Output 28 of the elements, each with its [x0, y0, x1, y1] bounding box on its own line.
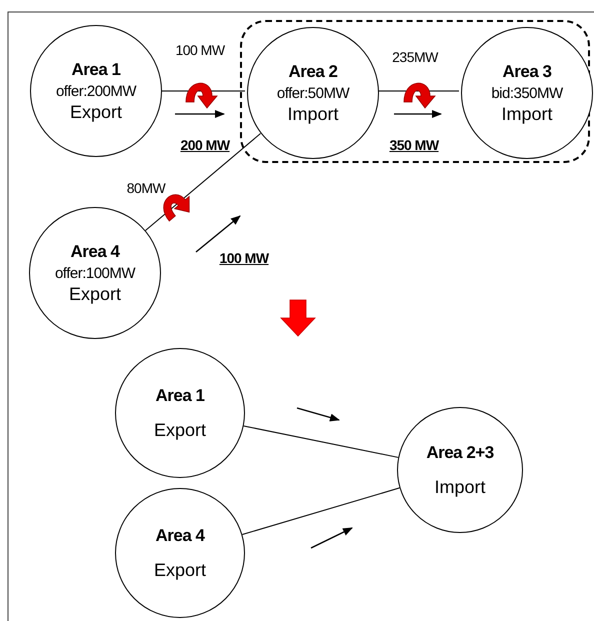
area-detail: Export: [154, 420, 206, 440]
connector-line: [144, 133, 262, 231]
area-detail: bid:350MW: [491, 84, 563, 102]
area-detail: Export: [70, 102, 122, 122]
area-name: Area 1: [156, 386, 204, 406]
area-detail: Export: [154, 560, 206, 580]
area-name: Area 2: [288, 62, 338, 82]
flow-value: 100 MW: [219, 250, 269, 266]
area-detail: offer:100MW: [54, 264, 136, 282]
area-name: Area 4: [156, 526, 204, 546]
area-detail: offer:50MW: [276, 84, 350, 102]
area-name: Area 2+3: [426, 442, 494, 462]
area-detail: offer:200MW: [56, 82, 136, 100]
capacity-label: 235MW: [392, 49, 438, 65]
area-detail: Import: [434, 476, 486, 498]
flow-value: 200 MW: [180, 137, 230, 153]
area-detail: Import: [287, 104, 338, 124]
area-name: Area 4: [70, 242, 120, 262]
capacity-label: 80MW: [126, 180, 166, 196]
area-detail: Export: [68, 284, 122, 304]
area-name: Area 1: [72, 60, 120, 80]
connector-line: [243, 425, 399, 458]
area-name: Area 3: [502, 62, 552, 82]
capacity-label: 100 MW: [175, 42, 225, 58]
flow-value: 350 MW: [389, 137, 439, 153]
area-detail: Import: [501, 104, 552, 124]
group-outline: [240, 20, 590, 163]
connector-line: [242, 487, 400, 536]
